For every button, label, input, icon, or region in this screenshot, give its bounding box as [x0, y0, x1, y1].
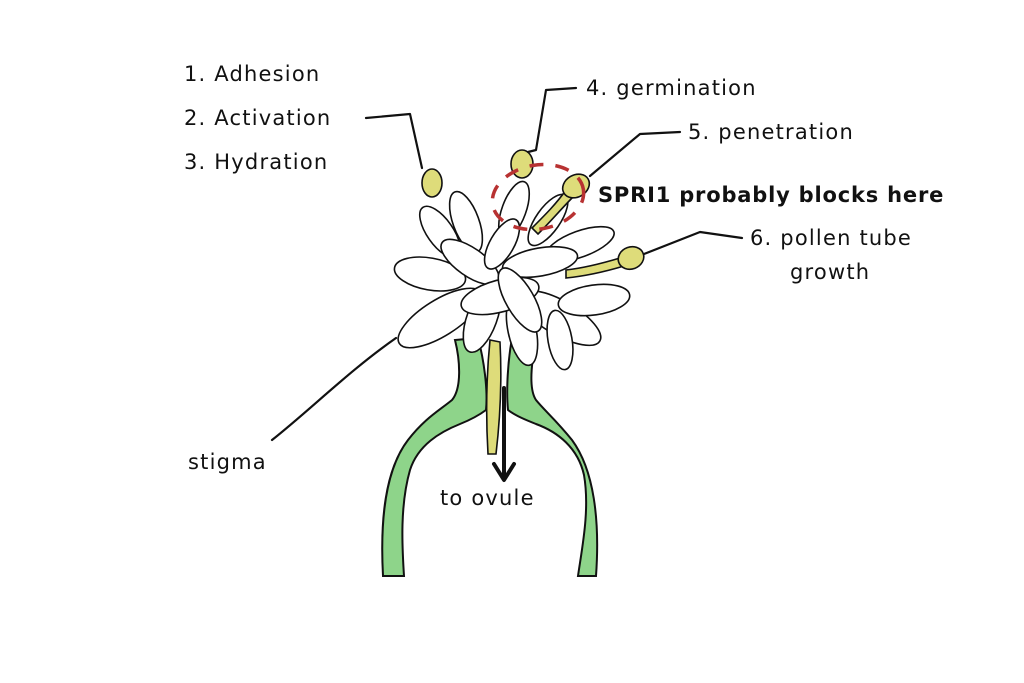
label-hydration: 3. Hydration	[184, 150, 329, 174]
papilla	[546, 309, 574, 371]
stigma-papillae	[393, 180, 631, 371]
label-tube-growth-line1: 6. pollen tube	[750, 226, 913, 250]
label-activation: 2. Activation	[184, 106, 332, 130]
leader-line-penetration	[588, 130, 682, 178]
pollen-tube-in-style	[485, 339, 502, 455]
papilla	[557, 283, 631, 317]
pollen-tube-growth	[565, 257, 626, 279]
style-right-wall	[506, 336, 599, 577]
pollen-grain-growth	[617, 245, 645, 271]
label-to-ovule: to ovule	[440, 486, 535, 510]
label-tube-growth-line2: growth	[790, 260, 871, 284]
papilla	[483, 218, 521, 270]
block-site-circle	[490, 162, 586, 232]
leader-line-stigma	[270, 336, 398, 442]
label-adhesion: 1. Adhesion	[184, 62, 321, 86]
papilla	[393, 256, 467, 292]
leader-line-germination	[526, 86, 578, 154]
leader-line-activation	[364, 112, 424, 170]
style-tissue	[381, 336, 599, 577]
pollen-grain-germination	[510, 149, 534, 179]
leader-line-tube-growth	[642, 230, 744, 256]
papilla	[497, 267, 543, 333]
label-penetration: 5. penetration	[688, 120, 854, 144]
label-stigma: stigma	[188, 450, 267, 474]
pollen-tube-penetration	[530, 188, 576, 236]
pollen-grain-adhesion	[421, 168, 443, 198]
arrow-to-ovule	[492, 386, 516, 482]
label-block-note: SPRI1 probably blocks here	[598, 183, 945, 207]
style-left-wall	[381, 336, 488, 577]
label-germination: 4. germination	[586, 76, 757, 100]
leader-lines	[270, 86, 744, 442]
